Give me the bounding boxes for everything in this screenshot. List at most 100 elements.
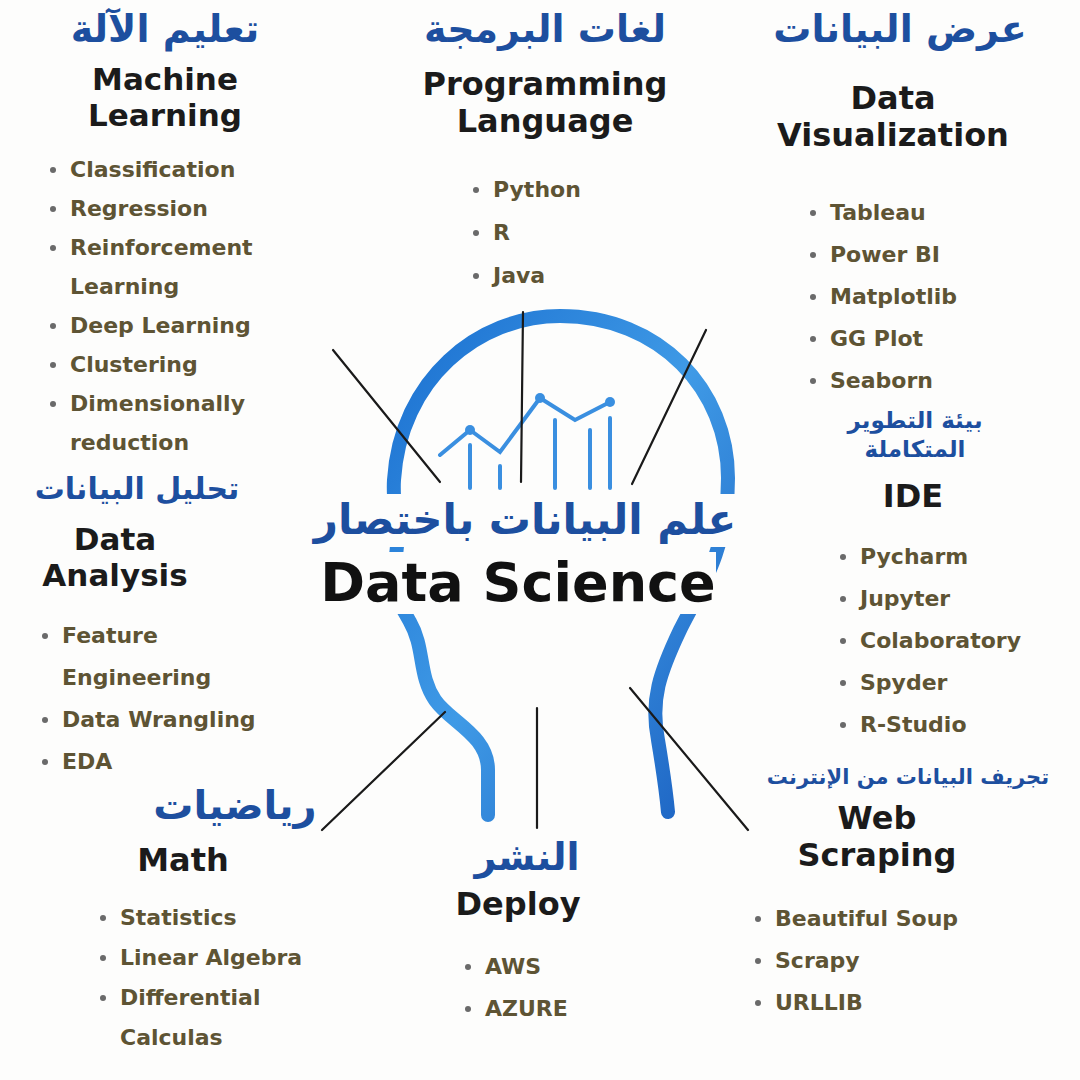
label-box: Programming Language [395, 66, 695, 140]
bullet-list: TableauPower BIMatplotlibGG PlotSeaborn [830, 192, 1060, 402]
bullet-dot [840, 722, 846, 728]
list-item: Differential Calculas [120, 978, 350, 1058]
label-box: Data Science [320, 552, 715, 614]
list-item: Linear Algebra [120, 938, 350, 978]
label-box: عرض البيانات [773, 6, 1026, 54]
list-text: Clustering [70, 345, 310, 384]
label-box: لغات البرمجة [424, 6, 666, 54]
list-text: Data Wrangling [62, 699, 262, 741]
bullet-dot [810, 294, 816, 300]
leader-line [536, 708, 538, 828]
list-text: Deep Learning [70, 306, 310, 345]
leader-line [630, 688, 748, 830]
list-item: Statistics [120, 898, 350, 938]
bullet-dot [810, 336, 816, 342]
list-text: Beautiful Soup [775, 898, 1035, 940]
category-title: Machine Learning [50, 62, 280, 133]
list-text: Scrapy [775, 940, 1035, 982]
list-item: Pycharm [860, 536, 1070, 578]
leader-line [632, 330, 706, 484]
bullet-dot [810, 252, 816, 258]
bullet-dot [100, 955, 106, 961]
label-box: تجريف البيانات من الإنترنت [767, 764, 1049, 790]
list-item: Matplotlib [830, 276, 1060, 318]
label-box: النشر [474, 834, 579, 882]
label-box: Math [137, 842, 229, 879]
bullet-dot [755, 1000, 761, 1006]
list-item: Deep Learning [70, 306, 310, 345]
category-title-arabic: عرض البيانات [773, 6, 1026, 54]
list-text: Python [493, 168, 693, 211]
category-title-arabic: النشر [474, 834, 579, 882]
chart-dot [535, 393, 545, 403]
category-title-arabic: بيئة التطوير المتكاملة [820, 406, 1010, 464]
bullet-dot [50, 206, 56, 212]
bullet-dot [755, 958, 761, 964]
label-box: رياضيات [153, 780, 316, 830]
category-title-arabic: تجريف البيانات من الإنترنت [767, 764, 1049, 790]
category-title: Programming Language [395, 66, 695, 140]
list-item: Feature Engineering [62, 615, 262, 699]
category-title: Math [137, 842, 229, 879]
bullet-list: Feature EngineeringData WranglingEDA [62, 615, 262, 783]
center-title: Data Science [320, 552, 715, 614]
bullet-dot [810, 378, 816, 384]
bullet-dot [755, 916, 761, 922]
category-title-arabic: تعليم الآلة [71, 6, 259, 54]
list-text: Regression [70, 189, 310, 228]
bullet-dot [50, 362, 56, 368]
list-text: Power BI [830, 234, 1060, 276]
list-text: URLLIB [775, 982, 1035, 1024]
bullet-list: Beautiful SoupScrapyURLLIB [775, 898, 1035, 1024]
chart-dot [605, 397, 615, 407]
category-title: Web Scraping [767, 800, 987, 874]
list-item: EDA [62, 741, 262, 783]
category-title: IDE [883, 478, 943, 515]
list-item: Classification [70, 150, 310, 189]
list-text: Jupyter [860, 578, 1070, 620]
list-item: URLLIB [775, 982, 1035, 1024]
bullet-dot [840, 596, 846, 602]
bullet-dot [42, 633, 48, 639]
list-text: Java [493, 254, 693, 297]
bullet-dot [465, 964, 471, 970]
bullet-list: StatisticsLinear AlgebraDifferential Cal… [120, 898, 350, 1058]
list-item: Clustering [70, 345, 310, 384]
list-text: Tableau [830, 192, 1060, 234]
list-text: Differential Calculas [120, 978, 350, 1058]
list-item: AZURE [485, 988, 635, 1030]
bullet-dot [50, 323, 56, 329]
bullet-list: PythonRJava [493, 168, 693, 297]
label-box: IDE [883, 478, 943, 515]
label-box: Machine Learning [50, 62, 280, 133]
list-item: Beautiful Soup [775, 898, 1035, 940]
list-item: Spyder [860, 662, 1070, 704]
list-text: R-Studio [860, 704, 1070, 746]
list-text: Colaboratory [860, 620, 1070, 662]
bullet-dot [50, 167, 56, 173]
list-item: Power BI [830, 234, 1060, 276]
bullet-dot [840, 680, 846, 686]
category-title: Deploy [456, 886, 581, 923]
label-box: Web Scraping [767, 800, 987, 874]
bullet-dot [50, 245, 56, 251]
bullet-dot [465, 1006, 471, 1012]
bullet-dot [42, 759, 48, 765]
list-text: Matplotlib [830, 276, 1060, 318]
bullet-dot [840, 554, 846, 560]
leader-line [333, 350, 440, 482]
list-item: Regression [70, 189, 310, 228]
list-item: Java [493, 254, 693, 297]
list-item: Reinforcement Learning [70, 228, 310, 306]
list-item: R-Studio [860, 704, 1070, 746]
list-text: Dimensionally reduction [70, 384, 310, 462]
chart-dot [465, 425, 475, 435]
label-box: Deploy [456, 886, 581, 923]
bullet-dot [100, 995, 106, 1001]
bullet-list: PycharmJupyterColaboratorySpyderR-Studio [860, 536, 1070, 746]
list-text: Feature Engineering [62, 615, 262, 699]
category-title-arabic: لغات البرمجة [424, 6, 666, 54]
list-text: EDA [62, 741, 262, 783]
category-title: Data Visualization [748, 80, 1038, 154]
